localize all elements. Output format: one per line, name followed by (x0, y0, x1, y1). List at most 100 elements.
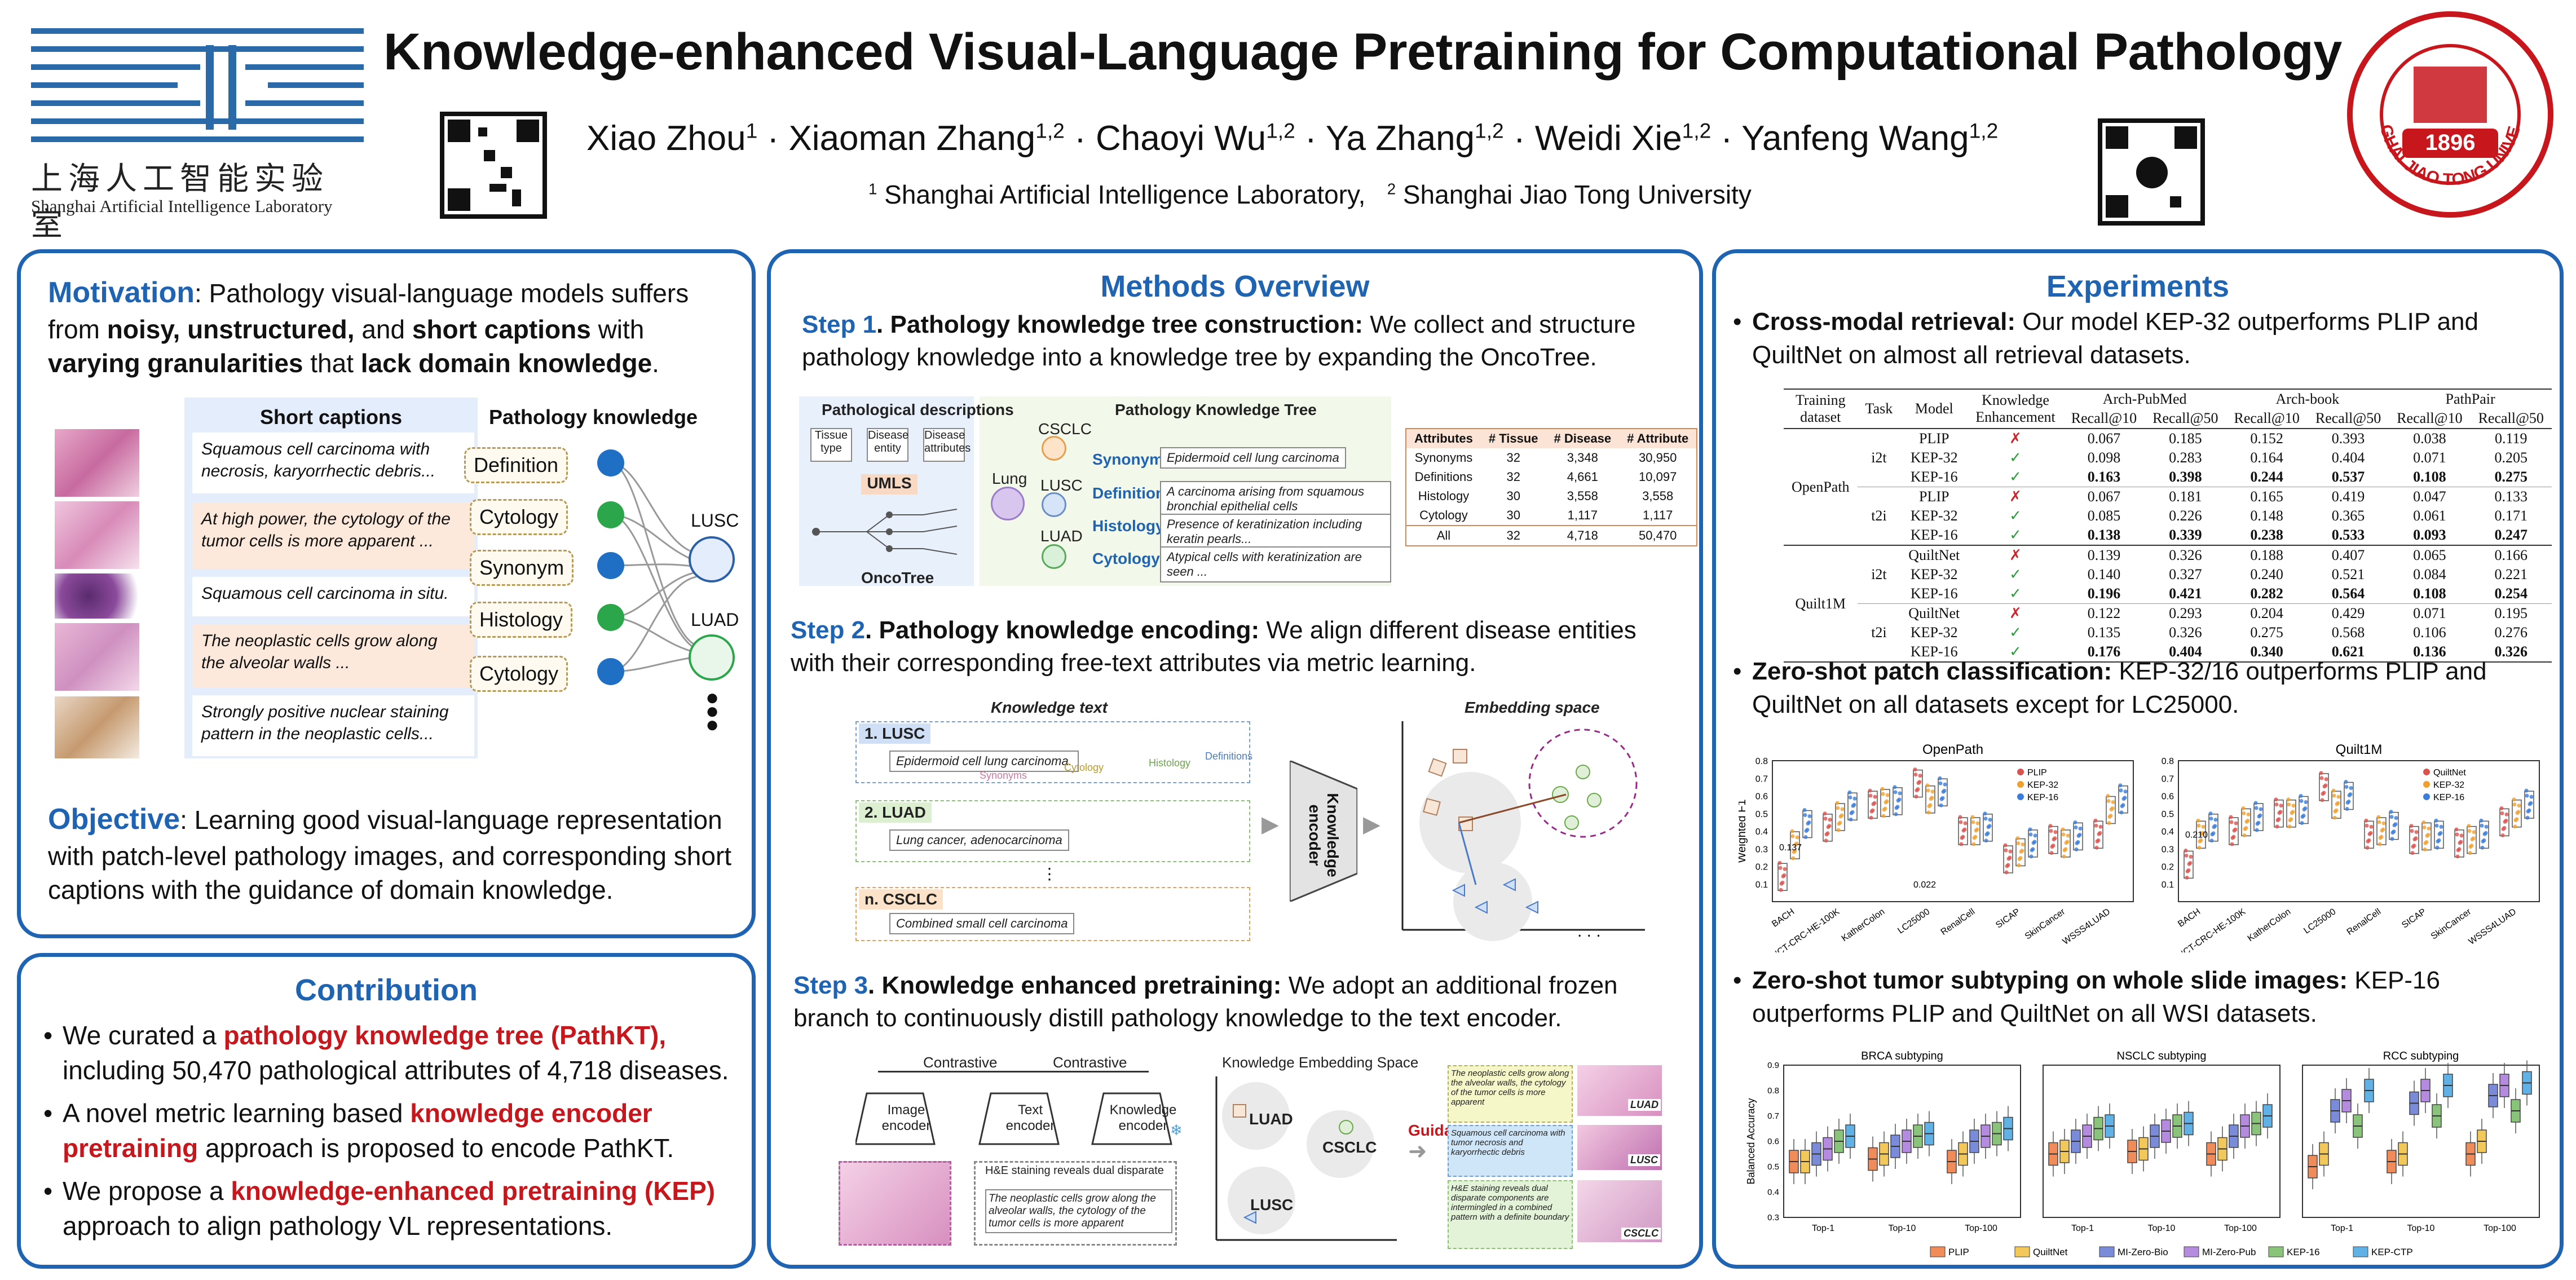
x-tick-label: RenalCell (1939, 907, 1977, 937)
data-point (2344, 780, 2348, 784)
chart-title: NSCLC subtyping (2117, 1050, 2207, 1062)
data-point (2020, 849, 2024, 853)
x-tick-label: Top-100 (1965, 1224, 1997, 1233)
knowledge-tag: Definition (464, 447, 568, 483)
x-tick-label: Top-10 (1889, 1224, 1916, 1233)
data-point (2365, 845, 2370, 850)
luad-label: LUAD (691, 610, 739, 630)
data-point (2121, 803, 2125, 807)
image-stack (839, 1161, 951, 1246)
methods-title: Methods Overview (1100, 270, 1370, 303)
data-point (2196, 823, 2201, 828)
col-pathology-knowledge: Pathology knowledge (489, 405, 698, 429)
data-point (2348, 792, 2353, 796)
data-point (2513, 824, 2517, 829)
step3-text: Step 3. Knowledge enhanced pretraining: … (793, 972, 1618, 1032)
data-point (2110, 806, 2115, 810)
data-point (1959, 842, 1964, 846)
chart-title: RCC subtyping (2383, 1050, 2459, 1062)
short-caption: Strongly positive nuclear staining patte… (192, 695, 474, 756)
data-point (2480, 845, 2485, 850)
data-point (2029, 854, 2034, 859)
x-tick-label: WSSS4LUAD (2467, 907, 2518, 947)
data-point (2107, 821, 2111, 825)
x-tick-label: Top-1 (2071, 1224, 2094, 1233)
data-point (2197, 845, 2202, 850)
col-short-captions: Short captions (259, 405, 403, 429)
annotation: 0.022 (1913, 880, 1936, 890)
data-point (1970, 815, 1975, 819)
chart-title: BRCA subtyping (1861, 1050, 1943, 1062)
x-tick-label: LC25000 (2302, 907, 2337, 935)
data-point (1871, 808, 1875, 813)
encoder-blocks (855, 1092, 1172, 1145)
data-point (1939, 803, 1943, 807)
legend-label: KEP-CTP (2371, 1247, 2413, 1257)
data-point (1847, 790, 1852, 795)
data-point (2345, 807, 2349, 811)
data-point (1881, 814, 1886, 818)
data-point (2244, 826, 2248, 830)
qr-code-github[interactable] (2098, 118, 2205, 226)
data-point (1849, 817, 1853, 822)
data-point (2188, 860, 2193, 865)
data-point (2062, 854, 2066, 859)
data-point (2469, 844, 2474, 848)
data-point (2184, 848, 2188, 853)
data-point (2053, 836, 2057, 841)
data-point (2008, 855, 2012, 860)
data-point (1925, 783, 1930, 788)
data-point (1807, 814, 1812, 818)
data-point (2468, 851, 2472, 855)
data-point (2389, 810, 2393, 814)
data-point (2278, 810, 2283, 814)
data-point (2437, 838, 2441, 842)
data-point (2334, 808, 2339, 813)
data-point (1848, 795, 1852, 800)
lab-logo-graphic (31, 28, 364, 142)
data-point (1835, 801, 1840, 805)
data-point (2049, 851, 2054, 855)
data-point (2253, 801, 2258, 805)
qr-code-paper[interactable] (440, 112, 547, 219)
data-point (2323, 783, 2328, 788)
thumb-image (55, 696, 139, 758)
x-tick-label: Top-10 (2407, 1224, 2435, 1233)
data-point (2021, 842, 2025, 846)
data-point (2275, 824, 2279, 829)
data-point (2053, 830, 2058, 835)
data-point (2209, 816, 2213, 821)
data-point (2073, 820, 2077, 824)
data-point (2471, 836, 2476, 841)
data-point (1790, 829, 1794, 833)
data-point (2409, 824, 2414, 828)
data-point (2377, 842, 2382, 846)
contribution-item: A novel metric learning based knowledge … (43, 1096, 743, 1166)
data-point (2525, 815, 2530, 820)
data-point (2467, 824, 2471, 828)
data-point (2484, 824, 2489, 829)
data-point (2472, 830, 2476, 835)
data-point (2500, 811, 2504, 815)
data-point (2426, 832, 2431, 837)
data-point (2394, 816, 2398, 820)
data-point (2229, 820, 2234, 824)
y-tick-label: 0.5 (2162, 810, 2174, 819)
step2-text: Step 2. Pathology knowledge encoding: We… (791, 616, 1637, 677)
x-tick-label: Top-100 (2224, 1224, 2257, 1233)
legend-marker (2423, 769, 2430, 775)
data-point (1790, 834, 1795, 838)
data-point (2439, 824, 2443, 829)
legend-marker (2017, 793, 2024, 800)
x-tick-label: SkinCancer (2023, 907, 2067, 942)
thumb-image (55, 623, 139, 691)
data-point (2076, 840, 2080, 844)
legend-label: PLIP (1948, 1247, 1969, 1257)
data-point (2367, 838, 2371, 842)
experiments-title: Experiments (2046, 270, 2230, 303)
y-tick-label: 0.3 (1755, 845, 1768, 854)
